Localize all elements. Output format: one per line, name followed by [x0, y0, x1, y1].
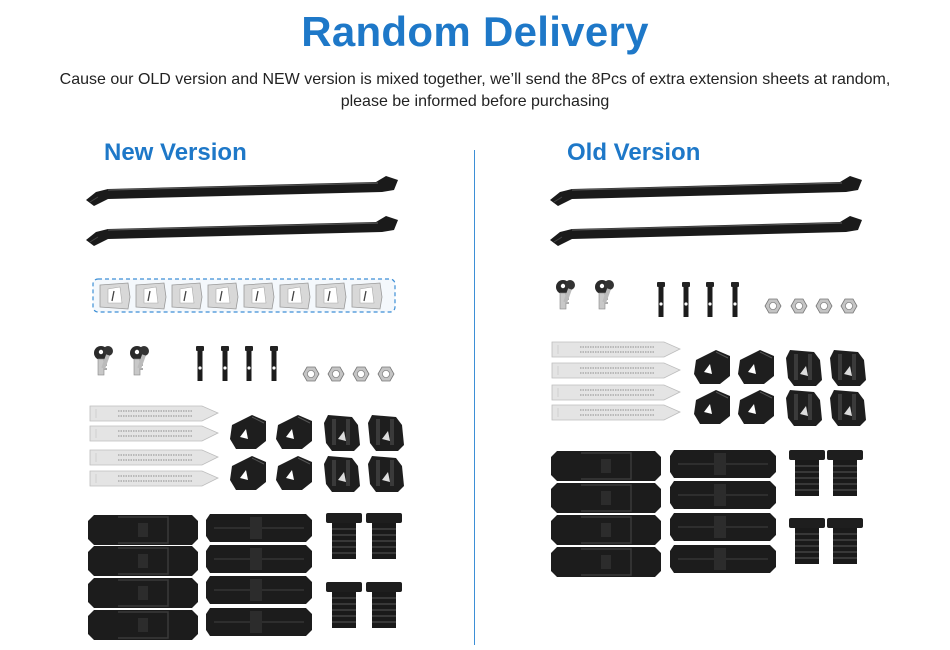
strap-icon — [89, 405, 219, 487]
key-icon — [93, 345, 150, 376]
rubber-pad-icon — [324, 415, 404, 492]
rubber-plug-icon — [325, 512, 403, 629]
foot-cover-icon — [550, 450, 662, 578]
clamp-bracket-icon — [693, 349, 775, 425]
clamp-bracket-icon — [229, 414, 313, 491]
key-icon — [555, 279, 615, 310]
nut-icon — [302, 366, 395, 382]
rubber-plug-icon — [788, 449, 864, 565]
old-version-heading: Old Version — [567, 139, 701, 166]
new-version-heading: New Version — [104, 139, 247, 166]
new-crossbar-1 — [85, 175, 399, 207]
rubber-strip-icon — [669, 449, 777, 574]
column-divider — [474, 150, 475, 645]
bolt-icon — [657, 282, 739, 317]
rubber-strip-icon — [205, 513, 313, 637]
subtitle-line-1: Cause our OLD version and NEW version is… — [59, 71, 891, 88]
page-subtitle: Cause our OLD version and NEW version is… — [40, 69, 910, 113]
new-crossbar-2 — [85, 215, 399, 247]
strap-icon — [551, 341, 681, 421]
subtitle-line-2: please be informed before purchasing — [340, 93, 610, 110]
nut-icon — [764, 298, 858, 314]
foot-cover-icon — [87, 514, 199, 641]
rubber-pad-icon — [786, 350, 866, 426]
old-crossbar-2 — [549, 215, 863, 247]
bolt-icon — [196, 346, 278, 381]
old-crossbar-1 — [549, 175, 863, 207]
page-title: Random Delivery — [301, 8, 649, 55]
